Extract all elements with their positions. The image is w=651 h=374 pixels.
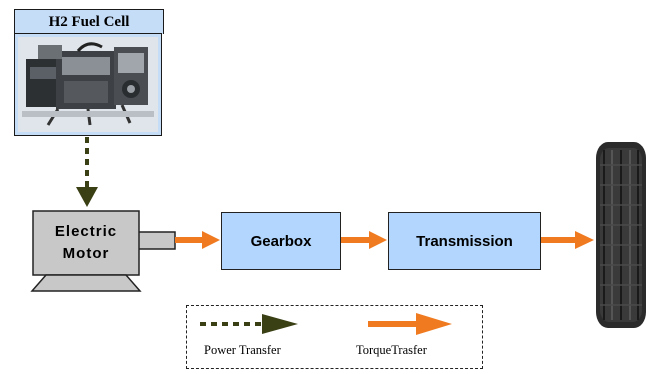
legend-power-arrow-head	[262, 314, 298, 334]
torque-arrow-2-head	[369, 231, 387, 249]
power-arrow-head	[76, 187, 98, 207]
tire-icon	[596, 142, 646, 328]
torque-arrow-1-head	[202, 231, 220, 249]
motor-base	[30, 274, 142, 292]
fuel-cell-title: H2 Fuel Cell	[14, 9, 164, 34]
electric-motor: Electric Motor	[33, 211, 139, 275]
legend-power-label: Power Transfer	[204, 343, 281, 357]
legend-torque-arrow-head	[416, 313, 452, 335]
motor-label-line2: Motor	[62, 245, 110, 262]
legend	[186, 305, 483, 369]
torque-arrow-3-head	[575, 231, 594, 249]
fuel-cell-image	[14, 33, 162, 136]
motor-body	[32, 210, 140, 276]
motor-shaft	[136, 231, 176, 250]
motor-label-line1: Electric	[54, 223, 118, 240]
gearbox-block: Gearbox	[221, 212, 341, 270]
legend-torque-label: TorqueTrasfer	[356, 343, 427, 357]
transmission-block: Transmission	[388, 212, 541, 270]
